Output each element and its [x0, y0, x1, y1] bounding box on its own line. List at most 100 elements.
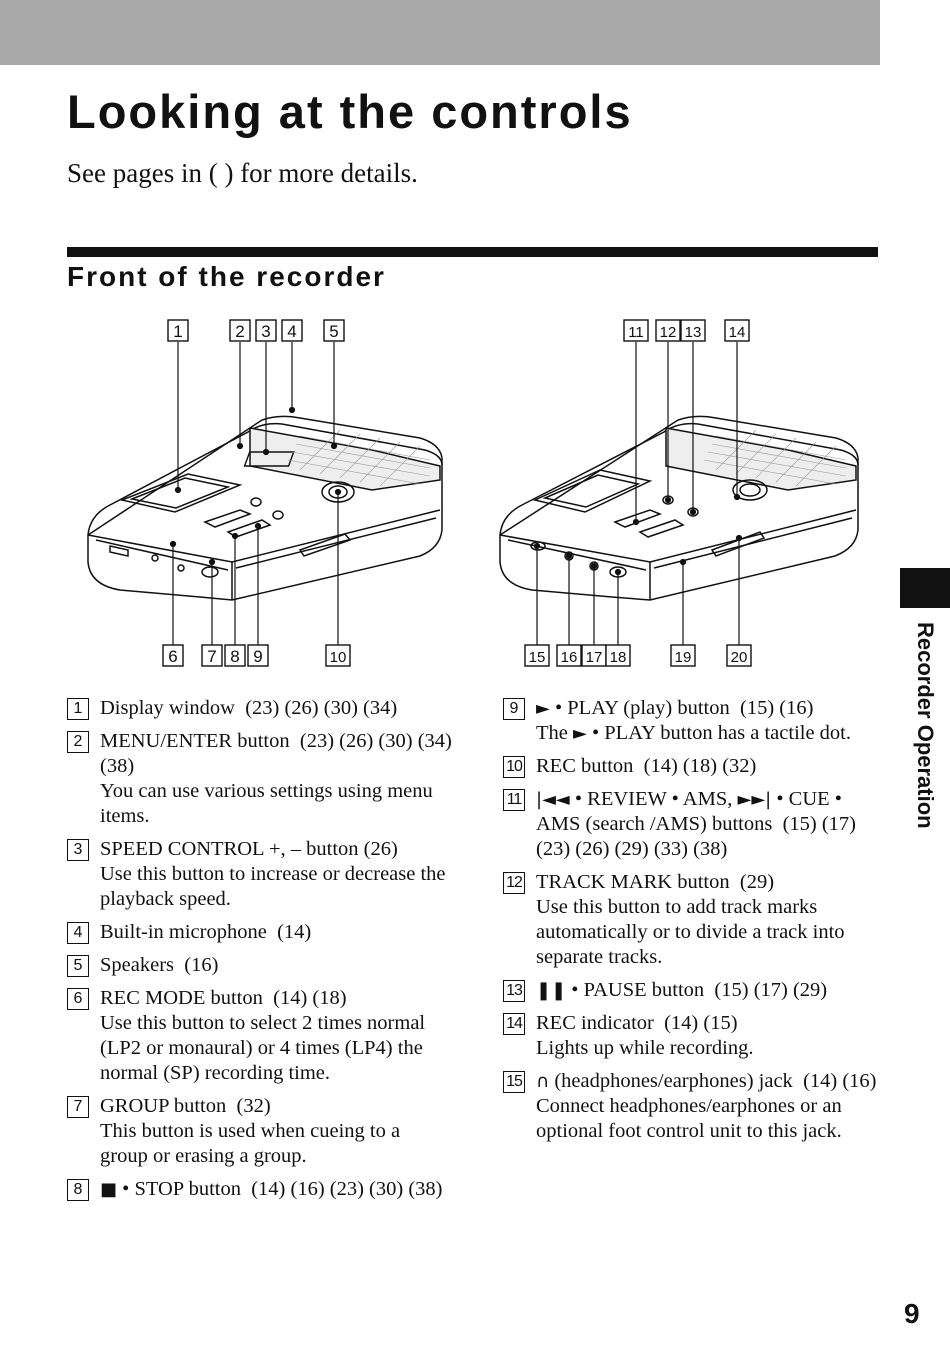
- control-item-2: 2 MENU/ENTER button (23) (26) (30) (34) …: [67, 729, 452, 829]
- item-title: GROUP button: [100, 1095, 227, 1117]
- header-band: [0, 0, 880, 65]
- callout-8: 8: [230, 647, 239, 666]
- callouts-bottom: 6 7 8 9 10 15 16 17 18 19 20: [162, 644, 752, 667]
- item-refs: (15) (17) (29): [714, 979, 828, 1001]
- page-number: 9: [904, 1298, 920, 1329]
- side-tab-marker: [900, 568, 950, 608]
- callout-17: 17: [586, 649, 603, 666]
- pause-icon: ❚❚: [536, 980, 567, 1001]
- item-refs: (16): [184, 954, 219, 976]
- item-title: SPEED CONTROL +, – button: [100, 838, 359, 860]
- item-description: This button is used when cueing to a gro…: [100, 1120, 401, 1167]
- item-title: TRACK MARK button: [536, 871, 730, 893]
- item-title: Display window: [100, 697, 235, 719]
- right-recorder-grille: [703, 429, 847, 487]
- callout-9: 9: [253, 647, 262, 666]
- callout-3: 3: [261, 322, 270, 341]
- control-item-3: 3 SPEED CONTROL +, – button (26) Use thi…: [67, 837, 452, 912]
- control-item-13: 13 ❚❚ • PAUSE button (15) (17) (29): [503, 978, 878, 1003]
- item-title: • STOP button: [122, 1178, 241, 1200]
- item-refs: (26): [363, 838, 398, 860]
- callout-11: 11: [628, 324, 644, 341]
- play-icon: ►: [573, 723, 587, 744]
- item-number: 11: [503, 789, 525, 811]
- control-item-10: 10 REC button (14) (18) (32): [503, 754, 878, 779]
- control-item-12: 12 TRACK MARK button (29) Use this butto…: [503, 870, 878, 970]
- control-item-9: 9 ► • PLAY (play) button (15) (16) The ►…: [503, 696, 878, 746]
- item-refs: (14) (16) (23) (30) (38): [251, 1178, 443, 1200]
- page-subtitle: See pages in ( ) for more details.: [67, 158, 418, 188]
- control-item-5: 5 Speakers (16): [67, 953, 452, 978]
- control-item-7: 7 GROUP button (32) This button is used …: [67, 1094, 452, 1169]
- callout-2: 2: [235, 322, 244, 341]
- stop-icon: ■: [100, 1179, 118, 1200]
- control-item-1: 1 Display window (23) (26) (30) (34): [67, 696, 452, 721]
- item-number: 9: [503, 698, 525, 720]
- item-description: Use this button to add track marks autom…: [536, 896, 845, 968]
- item-description: Use this button to increase or decrease …: [100, 863, 446, 910]
- item-number: 14: [503, 1013, 525, 1035]
- callout-14: 14: [729, 324, 746, 341]
- recorder-diagram: 1 2 3 4 5 11 12 13 14 6 7 8 9 10 15 16 1…: [87, 319, 859, 667]
- callouts-top: 1 2 3 4 5 11 12 13 14: [167, 319, 750, 342]
- controls-list-left: 1 Display window (23) (26) (30) (34) 2 M…: [67, 696, 452, 1210]
- control-item-15: 15 ∩ (headphones/earphones) jack (14) (1…: [503, 1069, 878, 1144]
- callout-19: 19: [675, 649, 692, 666]
- callout-6: 6: [168, 647, 177, 666]
- item-description: Use this button to select 2 times normal…: [100, 1012, 426, 1084]
- item-title: • PLAY (play) button: [554, 697, 730, 719]
- item-number: 15: [503, 1071, 525, 1093]
- item-number: 4: [67, 922, 89, 944]
- item-description: Lights up while recording.: [536, 1037, 754, 1059]
- callout-4: 4: [287, 322, 296, 341]
- play-icon: ►: [536, 698, 550, 719]
- callout-leader-lines: [169, 342, 743, 645]
- item-title: • PAUSE button: [571, 979, 705, 1001]
- item-number: 13: [503, 980, 525, 1002]
- right-recorder-illustration: [499, 415, 859, 601]
- callout-1: 1: [173, 322, 182, 341]
- callout-10: 10: [330, 649, 347, 666]
- item-number: 12: [503, 872, 525, 894]
- side-tab-text: Recorder Operation: [913, 622, 938, 829]
- item-number: 5: [67, 955, 89, 977]
- control-item-14: 14 REC indicator (14) (15) Lights up whi…: [503, 1011, 878, 1061]
- item-description-prefix: The: [536, 722, 568, 744]
- control-item-6: 6 REC MODE button (14) (18) Use this but…: [67, 986, 452, 1086]
- item-refs: (23) (26) (30) (34) (38): [100, 730, 452, 777]
- item-title: (headphones/earphones) jack: [554, 1070, 793, 1092]
- left-recorder-illustration: [87, 415, 443, 601]
- callout-13: 13: [685, 324, 702, 341]
- item-refs: (14) (16): [803, 1070, 877, 1092]
- item-title: REC indicator: [536, 1012, 654, 1034]
- item-title: REC MODE button: [100, 987, 263, 1009]
- item-description: Connect headphones/earphones or an optio…: [536, 1095, 842, 1142]
- item-refs: (15) (17) (23) (26) (29) (33) (38): [536, 813, 856, 860]
- left-recorder-grille: [287, 429, 431, 487]
- callout-20: 20: [731, 649, 748, 666]
- next-track-icon: ►►|: [737, 789, 772, 810]
- side-tab-label: Recorder Operation: [902, 622, 942, 852]
- item-title-part-b: • CUE • AMS (search /AMS) buttons: [536, 788, 842, 835]
- item-number: 7: [67, 1096, 89, 1118]
- callout-12: 12: [660, 324, 677, 341]
- item-title: REC button: [536, 755, 634, 777]
- item-title: Speakers: [100, 954, 175, 976]
- item-refs: (15) (16): [740, 697, 814, 719]
- item-refs: (14) (15): [664, 1012, 738, 1034]
- previous-track-icon: |◄◄: [536, 789, 570, 810]
- item-refs: (14) (18): [273, 987, 347, 1009]
- item-description: You can use various settings using menu …: [100, 780, 433, 827]
- callout-16: 16: [561, 649, 578, 666]
- control-item-11: 11 |◄◄ • REVIEW • AMS, ►►| • CUE • AMS (…: [503, 787, 878, 862]
- item-refs: (14) (18) (32): [643, 755, 757, 777]
- item-refs: (29): [739, 871, 775, 893]
- item-number: 8: [67, 1179, 89, 1201]
- item-number: 6: [67, 988, 89, 1010]
- callout-15: 15: [529, 649, 546, 666]
- controls-list-right: 9 ► • PLAY (play) button (15) (16) The ►…: [503, 696, 878, 1152]
- item-number: 10: [503, 756, 525, 778]
- item-title-part-a: • REVIEW • AMS,: [574, 788, 733, 810]
- section-heading: Front of the recorder: [67, 261, 386, 292]
- headphones-icon: ∩: [536, 1071, 550, 1092]
